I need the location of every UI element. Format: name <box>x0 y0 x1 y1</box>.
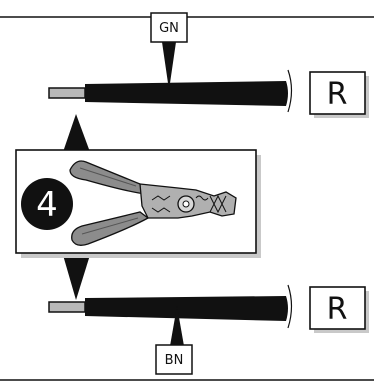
bottom-wire-insulation <box>85 296 288 321</box>
top-wire-label: GN <box>159 21 179 36</box>
top-wire-label-pointer <box>162 42 176 90</box>
upper-handle-ridge <box>79 167 137 187</box>
bottom-end-label: R <box>327 292 348 327</box>
wire-stripper-icon <box>69 160 237 246</box>
bottom-wire-label-pointer <box>170 306 184 346</box>
top-strip-pointer <box>63 114 90 152</box>
bottom-wire-label-box <box>155 344 193 375</box>
top-wire-break-mark <box>287 69 293 113</box>
tool-notches <box>151 195 171 213</box>
bottom-wire-stripped-end <box>48 301 86 313</box>
bottom-wire-break-mark <box>287 284 293 329</box>
bottom-wire-label-group: BN <box>155 306 193 375</box>
top-wire-insulation <box>85 81 288 106</box>
bottom-wire-label: BN <box>165 353 184 368</box>
bottom-strip-pointer <box>63 255 90 300</box>
top-wire-stripped-end <box>48 87 86 99</box>
top-end-box-frame <box>309 71 366 115</box>
bottom-wire: BN <box>48 284 293 375</box>
step-badge <box>21 178 73 230</box>
tool-pivot-center <box>182 200 190 208</box>
lower-handle-ridge <box>81 217 139 235</box>
tool-spring <box>195 195 209 201</box>
bottom-end-box-frame <box>309 286 366 330</box>
top-end-box: R <box>309 71 369 118</box>
top-wire: GN <box>48 12 293 113</box>
bottom-end-box: R <box>309 286 369 333</box>
top-wire-label-group: GN <box>150 12 188 90</box>
tool-jaws <box>209 194 227 214</box>
top-end-label: R <box>327 77 348 112</box>
tool-panel: 4 <box>15 149 261 258</box>
step-number: 4 <box>36 185 58 225</box>
